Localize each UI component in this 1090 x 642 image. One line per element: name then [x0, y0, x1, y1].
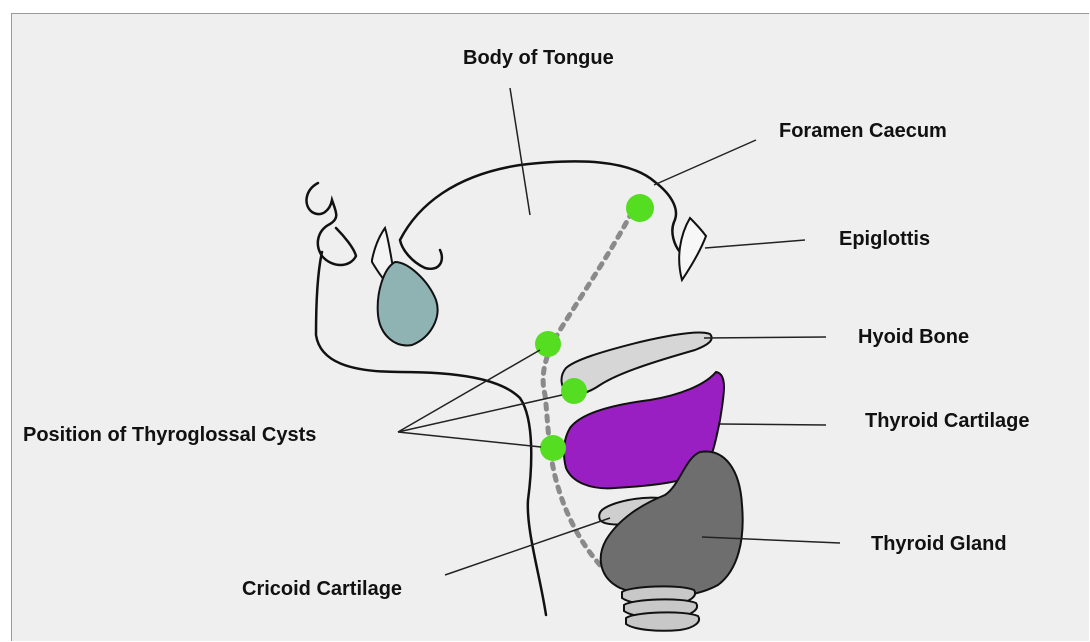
- leader-epiglottis: [705, 240, 805, 248]
- tracheal-rings: [622, 586, 699, 630]
- leader-foramen-caecum: [654, 140, 756, 185]
- label-thyroid-cartilage: Thyroid Cartilage: [865, 410, 1029, 433]
- cyst-marker-hyoid: [561, 378, 587, 404]
- face-neck-outline: [306, 183, 546, 615]
- label-body-of-tongue: Body of Tongue: [463, 47, 614, 70]
- leader-cyst-2: [398, 395, 562, 432]
- leader-body-of-tongue: [510, 88, 530, 215]
- leader-cyst-3: [398, 432, 541, 447]
- label-cricoid-cartilage: Cricoid Cartilage: [242, 578, 402, 601]
- cyst-marker-thyroid: [540, 435, 566, 461]
- cyst-marker-foramen: [626, 194, 654, 222]
- epiglottis-shape: [679, 218, 706, 280]
- label-foramen-caecum: Foramen Caecum: [779, 120, 947, 143]
- label-hyoid-bone: Hyoid Bone: [858, 326, 969, 349]
- leader-cyst-1: [398, 350, 540, 432]
- label-position-of-thyroglossal-cysts: Position of Thyroglossal Cysts: [23, 424, 316, 447]
- leader-hyoid-bone: [704, 337, 826, 338]
- cyst-marker-suprahyoid: [535, 331, 561, 357]
- label-thyroid-gland: Thyroid Gland: [871, 533, 1007, 556]
- sublingual-gland: [378, 262, 438, 345]
- label-epiglottis: Epiglottis: [839, 228, 930, 251]
- leader-thyroid-cartilage: [720, 424, 826, 425]
